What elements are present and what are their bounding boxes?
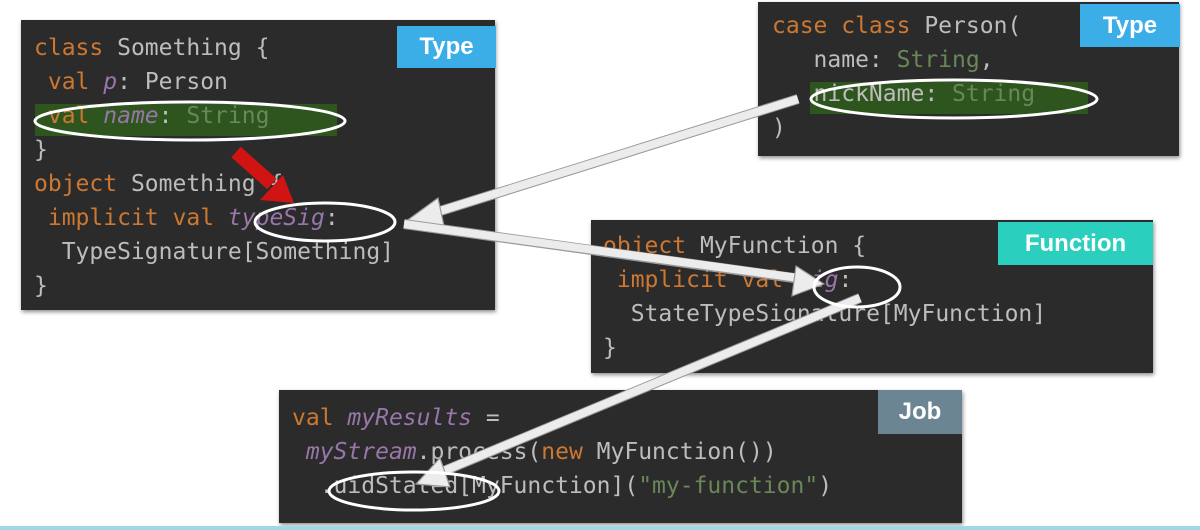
code-token: object (34, 171, 118, 197)
code-line: name: String, (772, 43, 994, 77)
myfunction-panel: object MyFunction { implicit val sig: St… (591, 220, 1153, 373)
code-token: "my-function" (638, 473, 819, 499)
code-line: val myResults = (292, 401, 500, 435)
code-token: Something { (103, 35, 270, 61)
code-token: val (292, 405, 334, 431)
code-token: : (838, 267, 853, 293)
code-token: .uidStated[MyFunction]( (292, 473, 639, 499)
code-token: MyFunction { (686, 233, 867, 259)
bottom-rule (0, 526, 1200, 530)
code-token: String (896, 47, 980, 73)
something-type-panel: class Something { val p: Person val name… (21, 20, 496, 310)
code-token: .process( (416, 439, 542, 465)
code-token: object (603, 233, 687, 259)
code-token: sig (796, 267, 839, 293)
code-token (603, 267, 617, 293)
code-token: String (952, 81, 1036, 107)
code-token: myStream (305, 439, 417, 465)
code-line: .uidStated[MyFunction]("my-function") (292, 469, 832, 503)
code-token: : (158, 103, 187, 129)
code-token: val (47, 69, 90, 95)
code-line: object MyFunction { (603, 229, 866, 263)
code-token: ) (818, 473, 833, 499)
code-token: : (324, 205, 339, 231)
code-token: implicit (47, 205, 159, 231)
code-token: TypeSignature[Something] (34, 239, 395, 265)
code-line: } (603, 331, 617, 365)
code-token (89, 69, 103, 95)
code-token: class (34, 35, 104, 61)
code-token: val (47, 103, 90, 129)
code-token: = (472, 405, 500, 431)
code-line: ) (772, 111, 786, 145)
code-line: myStream.process(new MyFunction()) (292, 435, 777, 469)
code-token: MyFunction()) (582, 439, 777, 465)
job-badge: Job (878, 390, 962, 434)
code-token: name: (772, 47, 897, 73)
code-token: String (186, 103, 270, 129)
code-token: typeSig (227, 205, 325, 231)
function-badge: Function (998, 222, 1153, 265)
code-token: myResults (347, 405, 473, 431)
code-token (159, 205, 173, 231)
code-token: , (979, 47, 994, 73)
code-line: class Something { (34, 31, 269, 65)
code-token: ) (772, 115, 786, 141)
code-token (34, 205, 48, 231)
person-type-panel: case class Person( name: String, nickNam… (758, 2, 1180, 156)
code-line: StateTypeSignature[MyFunction] (603, 297, 1046, 331)
code-token: nickName: (772, 81, 953, 107)
type-badge: Type (1080, 4, 1180, 47)
code-line: implicit val typeSig: (34, 201, 339, 235)
code-token: } (34, 137, 48, 163)
code-token: val (741, 267, 784, 293)
code-line: val name: String (34, 99, 270, 133)
code-token: Person( (910, 13, 1022, 39)
code-token: new (541, 439, 583, 465)
code-token: case class (772, 13, 911, 39)
code-token (728, 267, 742, 293)
code-token (89, 103, 103, 129)
code-token: p (103, 69, 118, 95)
code-token: Something { (117, 171, 284, 197)
code-line: } (34, 269, 48, 303)
code-token (783, 267, 797, 293)
type-badge: Type (397, 26, 496, 68)
code-line: implicit val sig: (603, 263, 852, 297)
code-token (292, 439, 306, 465)
code-token: } (603, 335, 617, 361)
code-token (34, 103, 48, 129)
job-panel: val myResults = myStream.process(new MyF… (279, 390, 962, 523)
code-line: val p: Person (34, 65, 228, 99)
code-token (334, 405, 348, 431)
code-token (34, 69, 48, 95)
code-line: case class Person( (772, 9, 1021, 43)
code-token: implicit (616, 267, 728, 293)
code-token: name (103, 103, 159, 129)
code-token: } (34, 273, 48, 299)
code-line: object Something { (34, 167, 283, 201)
code-token: : Person (117, 69, 228, 95)
code-line: TypeSignature[Something] (34, 235, 394, 269)
code-token: StateTypeSignature[MyFunction] (603, 301, 1047, 327)
code-line: } (34, 133, 48, 167)
code-line: nickName: String (772, 77, 1036, 111)
code-token (214, 205, 228, 231)
code-token: val (172, 205, 215, 231)
